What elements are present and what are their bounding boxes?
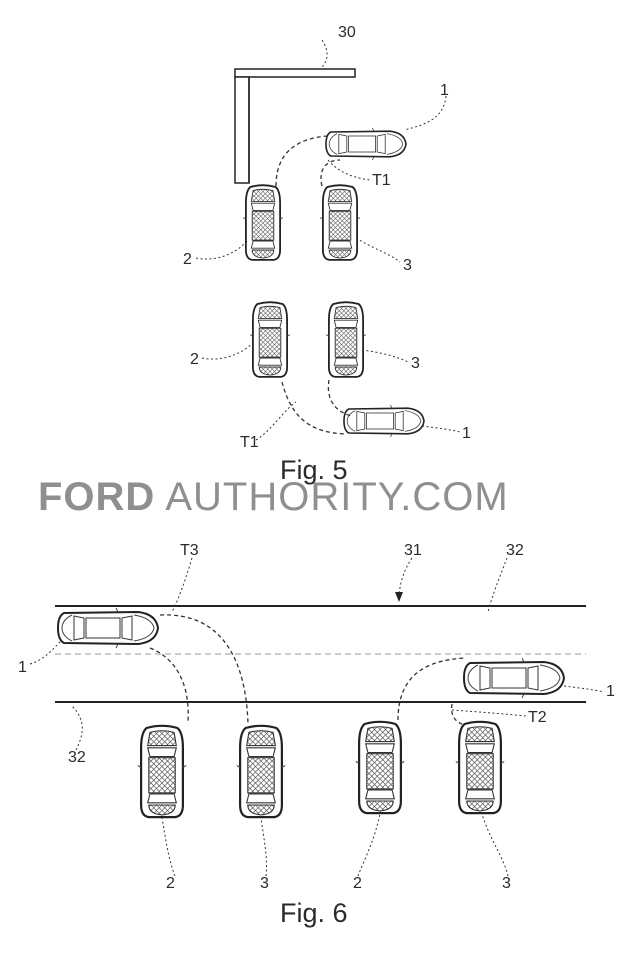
watermark: FORDAUTHORITY.COM — [38, 475, 509, 519]
label-1-right: 1 — [606, 683, 615, 700]
vehicle-1-right — [464, 658, 564, 698]
watermark-text: FORDAUTHORITY.COM — [38, 475, 509, 519]
vehicle-3-right — [456, 722, 504, 813]
trajectory-t2-a — [398, 658, 466, 720]
label-32-left: 32 — [68, 749, 86, 766]
vehicle-1-top — [326, 128, 406, 160]
label-3-bottom-left: 3 — [260, 875, 269, 892]
trajectory-t3-b — [160, 615, 248, 724]
vehicle-1-left — [58, 608, 158, 648]
vehicle-2-top — [243, 185, 283, 260]
vehicle-2-left — [138, 726, 186, 817]
vehicle-1-bottom — [344, 405, 424, 437]
trajectory-top-b — [321, 160, 340, 186]
structure-30 — [235, 69, 355, 183]
watermark-rest: AUTHORITY.COM — [165, 475, 508, 519]
label-1-top: 1 — [440, 82, 449, 99]
label-2-top: 2 — [183, 251, 192, 268]
vehicle-3-left — [237, 726, 285, 817]
label-3-top: 3 — [403, 257, 412, 274]
label-1-bottom: 1 — [462, 425, 471, 442]
label-t1-bottom: T1 — [240, 434, 259, 451]
label-1-left: 1 — [18, 659, 27, 676]
vehicle-2-right — [356, 722, 404, 813]
label-31: 31 — [404, 542, 422, 559]
fig6-caption: Fig. 6 — [280, 898, 348, 928]
watermark-brand: FORD — [38, 475, 155, 519]
label-3-bottom: 3 — [411, 355, 420, 372]
label-2-bottom-right: 2 — [353, 875, 362, 892]
vehicle-3-bottom — [326, 302, 366, 377]
label-30: 30 — [338, 24, 356, 41]
label-t2: T2 — [528, 709, 547, 726]
label-t1-top: T1 — [372, 172, 391, 189]
vehicle-2-bottom — [250, 302, 290, 377]
trajectory-bottom-a — [282, 382, 344, 434]
trajectory-t2-b — [452, 704, 462, 724]
label-2-bottom-left: 2 — [166, 875, 175, 892]
label-3-bottom-right: 3 — [502, 875, 511, 892]
trajectory-t3-a — [150, 648, 188, 722]
trajectory-top-a — [276, 136, 328, 186]
label-2-bottom: 2 — [190, 351, 199, 368]
arrow-31 — [395, 592, 403, 602]
fig6: T3 31 32 1 1 T2 32 2 3 2 3 Fig. 6 — [18, 542, 615, 928]
vehicle-3-top — [320, 185, 360, 260]
fig5: 30 1 T1 2 3 2 3 T1 1 Fig. 5 — [183, 24, 471, 485]
label-t3: T3 — [180, 542, 199, 559]
label-32-top: 32 — [506, 542, 524, 559]
